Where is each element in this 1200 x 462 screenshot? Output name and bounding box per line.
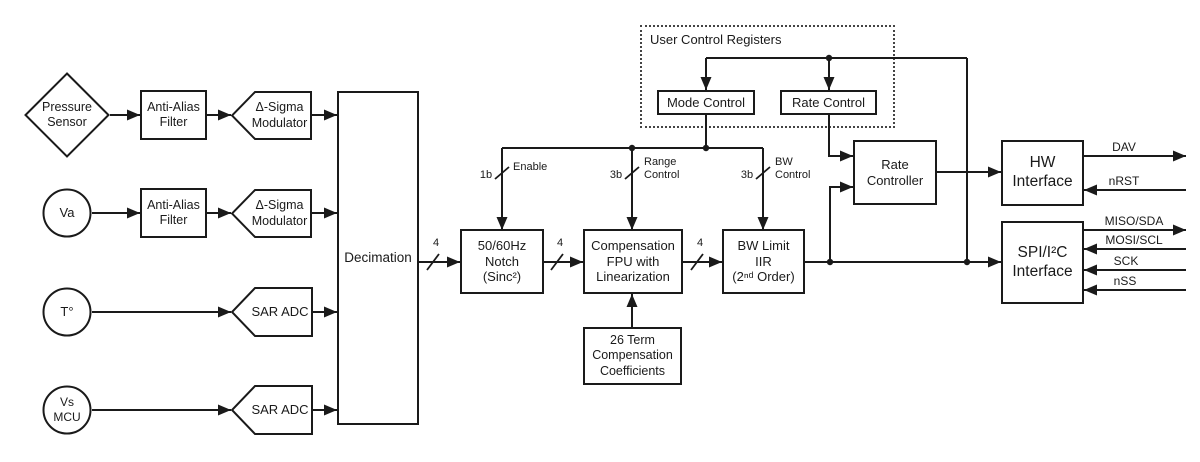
block-pressure-sensor: Pressure Sensor bbox=[24, 72, 110, 158]
bus-width-label-enable: 1b bbox=[479, 169, 493, 181]
block-delta-sigma-modulator-1: Δ-Sigma Modulator bbox=[231, 91, 312, 140]
block-anti-alias-filter-2: Anti-Alias Filter bbox=[140, 188, 207, 238]
block-compensation-coefficients: 26 Term Compensation Coefficients bbox=[583, 327, 682, 385]
block-rate-control: Rate Control bbox=[780, 90, 877, 115]
adc-pentagon-shape bbox=[231, 385, 313, 435]
bus-width-label-notch: 4 bbox=[556, 237, 564, 249]
bus-width-label-decimation: 4 bbox=[432, 237, 440, 249]
block-decimation: Decimation bbox=[337, 91, 419, 425]
block-notch-filter: 50/60Hz Notch (Sinc²) bbox=[460, 229, 544, 294]
signal-label-nss: nSS bbox=[1113, 274, 1137, 288]
block-va-source: Va bbox=[42, 188, 92, 238]
circle-shape bbox=[42, 385, 92, 435]
block-sar-adc-2: SAR ADC bbox=[231, 385, 313, 435]
circle-shape bbox=[42, 287, 92, 337]
adc-pentagon-shape bbox=[231, 91, 312, 140]
signal-label-nrst: nRST bbox=[1108, 174, 1140, 188]
adc-pentagon-shape bbox=[231, 189, 312, 238]
block-sar-adc-1: SAR ADC bbox=[231, 287, 313, 337]
circle-shape bbox=[42, 188, 92, 238]
block-delta-sigma-modulator-2: Δ-Sigma Modulator bbox=[231, 189, 312, 238]
wire-label-enable: Enable bbox=[513, 161, 548, 173]
wire-label-bw-control: BW Control bbox=[775, 156, 811, 181]
bus-width-label-range: 3b bbox=[609, 169, 623, 181]
block-hw-interface: HW Interface bbox=[1001, 140, 1084, 206]
block-temperature-source: T° bbox=[42, 287, 92, 337]
block-vs-mcu-source: Vs MCU bbox=[42, 385, 92, 435]
diamond-shape bbox=[24, 72, 110, 158]
block-anti-alias-filter-1: Anti-Alias Filter bbox=[140, 90, 207, 140]
signal-label-sck: SCK bbox=[1113, 254, 1139, 268]
block-mode-control: Mode Control bbox=[657, 90, 755, 115]
signal-label-miso-sda: MISO/SDA bbox=[1104, 214, 1164, 228]
block-rate-controller: Rate Controller bbox=[853, 140, 937, 205]
bus-width-label-bw: 3b bbox=[740, 169, 754, 181]
block-bw-limit-iir: BW Limit IIR (2ⁿᵈ Order) bbox=[722, 229, 805, 294]
bus-width-label-fpu: 4 bbox=[696, 237, 704, 249]
block-spi-i2c-interface: SPI/I²C Interface bbox=[1001, 221, 1084, 304]
signal-label-mosi-scl: MOSI/SCL bbox=[1105, 233, 1163, 247]
block-compensation-fpu: Compensation FPU with Linearization bbox=[583, 229, 683, 294]
signal-label-dav: DAV bbox=[1112, 140, 1136, 154]
group-user-control-registers: User Control Registers bbox=[640, 25, 895, 128]
adc-pentagon-shape bbox=[231, 287, 313, 337]
wire-label-range-control: Range Control bbox=[644, 156, 680, 181]
